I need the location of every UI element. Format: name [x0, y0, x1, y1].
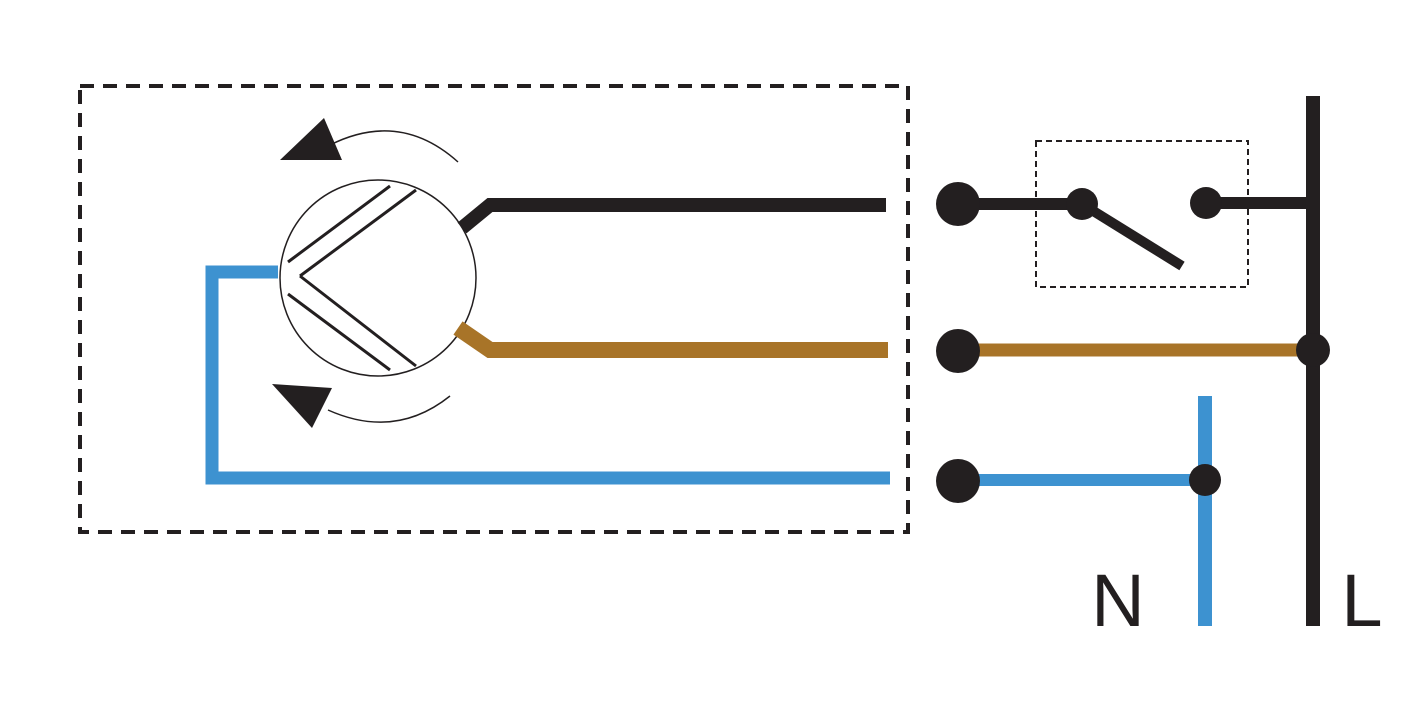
neutral-label: N [1091, 559, 1144, 642]
live-label: L [1341, 559, 1382, 642]
brown-wire [453, 321, 888, 358]
terminal-dot-icon [936, 459, 980, 503]
unit-enclosure [78, 84, 910, 534]
junction-dot [1189, 464, 1221, 496]
switch-contact-dot [1190, 187, 1222, 219]
black-wire [457, 198, 886, 234]
motor-circle-icon [279, 179, 477, 377]
switch-enclosure [1035, 140, 1249, 288]
switch-icon [1079, 199, 1185, 271]
terminal-dot-icon [936, 329, 980, 373]
terminal-dot-icon [936, 182, 980, 226]
junction-dot [1296, 333, 1330, 367]
switch-contact-dot [1066, 188, 1098, 220]
blue-wire [205, 265, 890, 485]
rotation-arrow-icon [272, 384, 451, 428]
rotation-arrow-icon [280, 118, 459, 163]
